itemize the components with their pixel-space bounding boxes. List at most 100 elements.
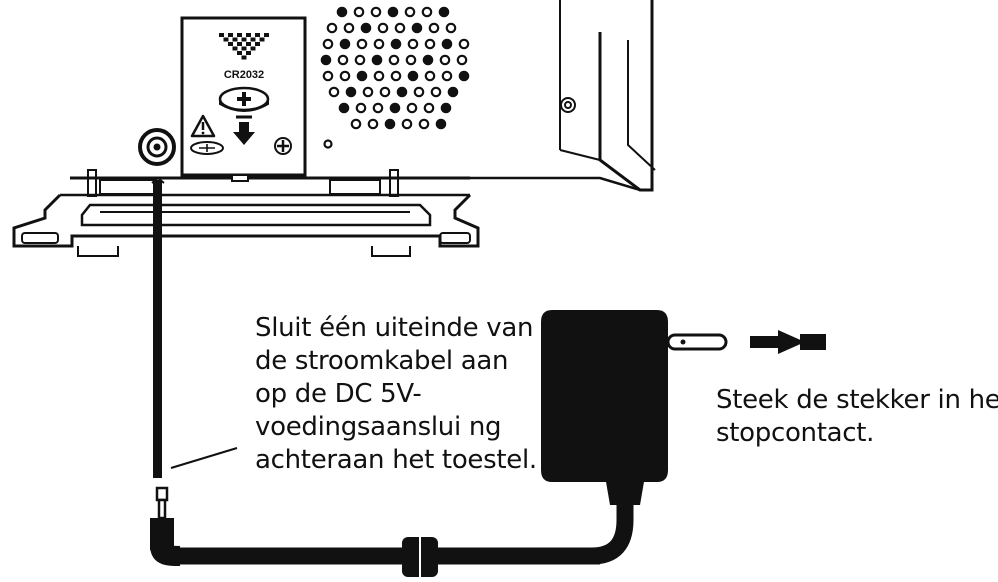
- grille-hole: [406, 102, 418, 114]
- screw-icon: [274, 137, 292, 155]
- grille-hole: [423, 102, 435, 114]
- grip-dot: [232, 37, 238, 42]
- caption-line: op de DC 5V-: [255, 379, 422, 409]
- arrow-right-icon: [750, 330, 826, 354]
- grille-hole: [394, 22, 406, 34]
- grille-hole: [339, 70, 351, 82]
- power-adapter[interactable]: [541, 310, 728, 482]
- grille-hole: [405, 54, 417, 66]
- grille-hole: [440, 102, 452, 114]
- grip-dot: [246, 33, 251, 37]
- grille-hole: [362, 86, 374, 98]
- grille-hole: [323, 139, 333, 149]
- grille-hole: [345, 86, 357, 98]
- grip-dot: [232, 46, 238, 51]
- grille-hole: [322, 70, 334, 82]
- caption-line: stopcontact.: [716, 418, 875, 448]
- grille-hole: [438, 6, 450, 18]
- caption-line: voedingsaansl​ui ng: [255, 412, 502, 442]
- grille-hole: [458, 70, 470, 82]
- grille-hole: [338, 102, 350, 114]
- battery-door[interactable]: CR2032: [180, 16, 307, 182]
- grille-hole: [401, 118, 413, 130]
- grille-hole: [370, 6, 382, 18]
- grille-hole: [354, 54, 366, 66]
- plug-in-caption: Steek de stekker in het stopcontact.: [716, 384, 998, 450]
- grille-hole: [372, 102, 384, 114]
- grille-hole: [441, 70, 453, 82]
- grip-dot: [255, 42, 260, 46]
- grille-hole: [387, 6, 399, 18]
- grip-dot: [237, 42, 242, 46]
- grille-hole: [367, 118, 379, 130]
- grille-hole: [336, 6, 348, 18]
- grip-dot: [219, 33, 224, 37]
- grip-dot: [250, 46, 256, 51]
- grip-dot: [241, 55, 247, 60]
- warning-triangle-icon: [190, 114, 216, 138]
- grille-hole: [360, 22, 372, 34]
- grille-hole: [441, 38, 453, 50]
- dc-jack: [138, 128, 176, 166]
- grille-hole: [411, 22, 423, 34]
- grille-hole: [322, 38, 334, 50]
- battery-plus-icon: [218, 86, 270, 112]
- grille-hole: [326, 22, 338, 34]
- dc-plug: [150, 486, 180, 566]
- grille-hole: [384, 118, 396, 130]
- grille-hole: [337, 54, 349, 66]
- grille-hole: [371, 54, 383, 66]
- grip-dot: [241, 37, 247, 42]
- grille-hole: [350, 118, 362, 130]
- grille-hole: [390, 38, 402, 50]
- grip-dot: [228, 42, 233, 46]
- grille-hole: [456, 54, 468, 66]
- grille-hole: [396, 86, 408, 98]
- grille-hole: [404, 6, 416, 18]
- grille-hole: [320, 54, 332, 66]
- grille-hole: [356, 38, 368, 50]
- grip-dot: [246, 42, 251, 46]
- grille-hole: [428, 22, 440, 34]
- grille-hole: [439, 54, 451, 66]
- power-cable: [150, 176, 645, 577]
- speaker-grille: [320, 6, 470, 149]
- grille-hole: [421, 6, 433, 18]
- grip-dot: [250, 37, 256, 42]
- grille-hole: [355, 102, 367, 114]
- grip-dots-icon: [219, 33, 269, 60]
- caption-line: Sluit één uiteinde van: [255, 313, 534, 343]
- grille-hole: [373, 38, 385, 50]
- connect-cable-caption: Sluit één uiteinde van de stroomkabel aa…: [255, 312, 537, 477]
- grip-dot: [264, 33, 269, 37]
- coin-cell-icon: [190, 141, 224, 155]
- grille-hole: [390, 70, 402, 82]
- grille-hole: [445, 22, 457, 34]
- grille-hole: [388, 54, 400, 66]
- grille-hole: [373, 70, 385, 82]
- caption-line: achteraan het toestel.: [255, 445, 537, 475]
- grille-hole: [377, 22, 389, 34]
- grille-hole: [418, 118, 430, 130]
- grille-hole: [413, 86, 425, 98]
- adapter-prong: [666, 333, 728, 351]
- grille-hole: [458, 38, 470, 50]
- grille-hole: [435, 118, 447, 130]
- arrow-down-icon: [233, 122, 255, 145]
- grille-hole: [407, 70, 419, 82]
- grip-dot: [255, 33, 260, 37]
- grille-hole: [389, 102, 401, 114]
- battery-type-label: CR2032: [224, 69, 264, 81]
- grille-hole: [424, 38, 436, 50]
- grip-dot: [259, 37, 265, 42]
- grip-dot: [241, 46, 247, 51]
- caption-line: de stroomkabel aan: [255, 346, 509, 376]
- grille-hole: [339, 38, 351, 50]
- grip-dot: [246, 51, 251, 55]
- grip-dot: [237, 33, 242, 37]
- grip-dot: [228, 33, 233, 37]
- grip-dot: [223, 37, 229, 42]
- grille-hole: [430, 86, 442, 98]
- grille-hole: [343, 22, 355, 34]
